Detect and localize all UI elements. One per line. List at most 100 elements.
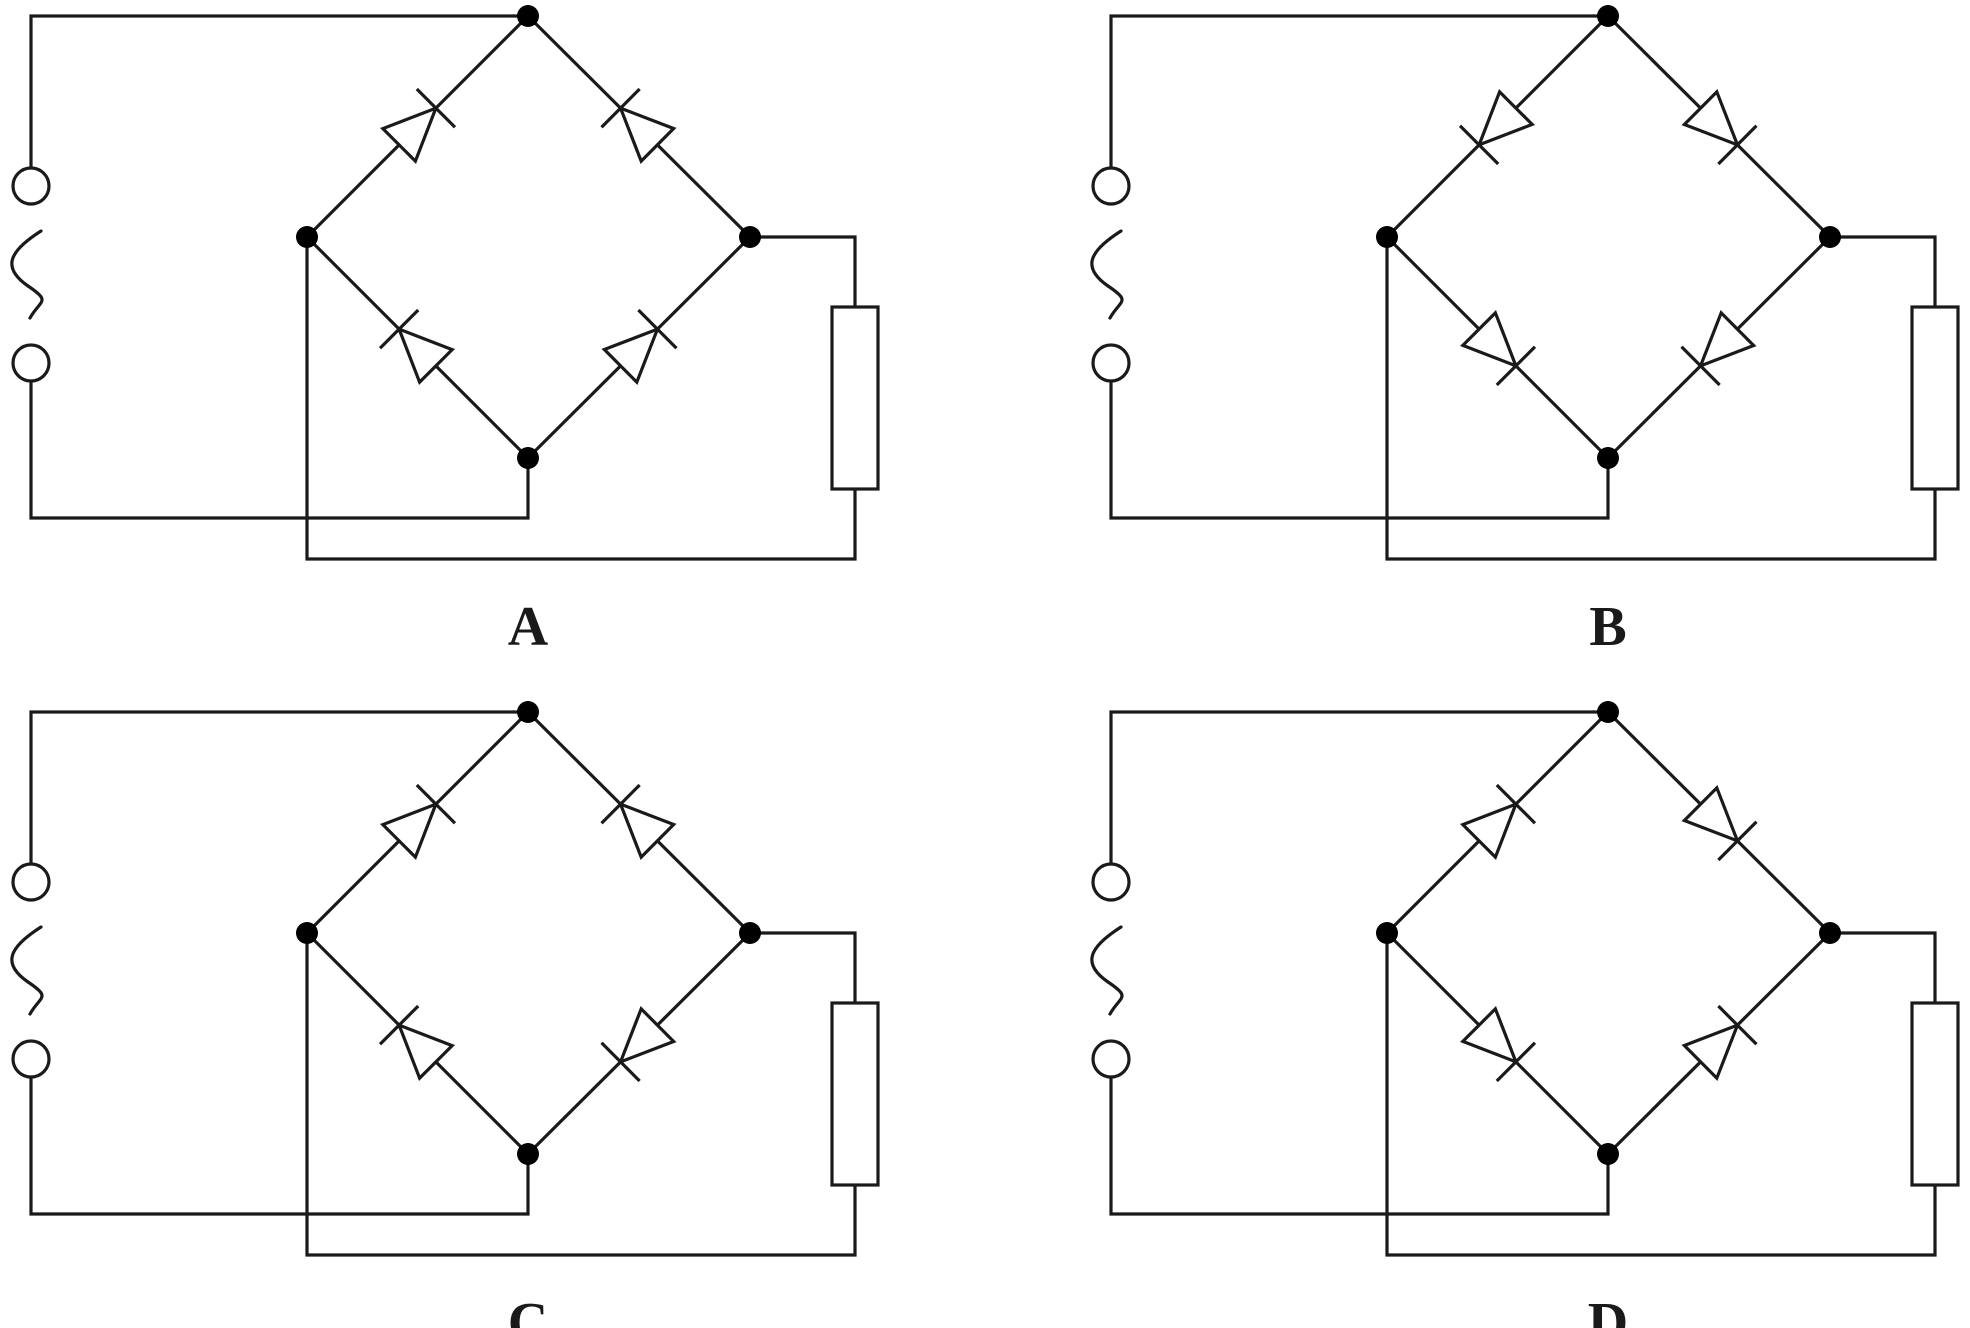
diode-cathode-bar	[600, 783, 641, 825]
diode-triangle	[1681, 1022, 1741, 1082]
diode-cathode-bar	[1495, 783, 1537, 825]
diode-triangle	[617, 801, 677, 861]
diode-triangle	[396, 326, 456, 386]
load-resistor	[1910, 1001, 1960, 1187]
diode	[600, 1005, 677, 1083]
diode-cathode-bar	[1717, 1004, 1758, 1046]
ac-terminal-bottom	[11, 1039, 51, 1079]
junction-node	[1597, 1143, 1619, 1165]
ac-source-symbol	[1090, 925, 1124, 1016]
diode-cathode-bar	[415, 87, 457, 129]
diode-triangle	[396, 1022, 456, 1082]
junction-node	[739, 226, 761, 248]
load-top-wire	[748, 235, 857, 309]
ac-source-symbol	[10, 925, 44, 1016]
diode	[1680, 309, 1757, 387]
diode	[1681, 784, 1758, 862]
diode-cathode-bar	[637, 308, 678, 350]
ac-supply-bottom-wire	[1109, 361, 1610, 520]
diode-cathode-bar	[1495, 1041, 1537, 1083]
diode	[379, 783, 457, 861]
ac-supply-top-wire	[1109, 710, 1610, 866]
diode-triangle	[1459, 309, 1519, 369]
ac-terminal-top	[1091, 166, 1131, 206]
load-top-wire	[748, 931, 857, 1005]
load-resistor	[830, 1001, 880, 1187]
ac-supply-top-wire	[1109, 14, 1610, 170]
junction-node	[1597, 5, 1619, 27]
bridge-rectifier-panel-d: D	[1090, 701, 1960, 1328]
ac-source-symbol	[10, 229, 44, 320]
bridge-rectifier-panel-c: C	[10, 701, 880, 1328]
diode-triangle	[601, 326, 661, 386]
junction-node	[739, 922, 761, 944]
diode	[1459, 309, 1537, 387]
ac-terminal-top	[11, 166, 51, 206]
load-resistor	[1910, 305, 1960, 491]
load-top-wire	[1828, 235, 1937, 309]
load-top-wire	[1828, 931, 1937, 1005]
diode-cathode-bar	[1458, 124, 1500, 166]
load-return-wire	[305, 235, 857, 561]
diode-triangle	[617, 1005, 677, 1065]
ac-terminal-top	[11, 862, 51, 902]
diode-triangle	[1697, 309, 1757, 369]
junction-node	[1819, 922, 1841, 944]
ac-supply-bottom-wire	[29, 361, 530, 520]
diode	[601, 308, 678, 386]
junction-node	[296, 922, 318, 944]
panel-label: C	[508, 1292, 548, 1328]
diode	[1459, 783, 1537, 861]
diode	[600, 783, 677, 861]
diode	[378, 308, 456, 386]
diode-cathode-bar	[378, 308, 420, 350]
junction-node	[1597, 701, 1619, 723]
diode	[600, 87, 677, 165]
diode-cathode-bar	[1717, 820, 1758, 862]
ac-supply-bottom-wire	[1109, 1057, 1610, 1216]
junction-node	[517, 5, 539, 27]
diode	[1681, 1004, 1758, 1082]
ac-terminal-bottom	[1091, 1039, 1131, 1079]
diode-triangle	[379, 801, 439, 861]
diode-cathode-bar	[600, 1041, 641, 1083]
panel-label: A	[508, 596, 549, 658]
diode-triangle	[1459, 801, 1519, 861]
diode-triangle	[1476, 88, 1536, 148]
ac-supply-top-wire	[29, 14, 530, 170]
panel-label: D	[1588, 1292, 1628, 1328]
junction-node	[1819, 226, 1841, 248]
junction-node	[517, 701, 539, 723]
diode	[378, 1004, 456, 1082]
junction-node	[517, 1143, 539, 1165]
diode-triangle	[617, 105, 677, 165]
panel-label: B	[1589, 596, 1626, 658]
ac-source-symbol	[1090, 229, 1124, 320]
diode-cathode-bar	[1680, 345, 1721, 387]
diode-cathode-bar	[1717, 124, 1758, 166]
diode-triangle	[1681, 784, 1741, 844]
load-return-wire	[1385, 235, 1937, 561]
junction-node	[1376, 922, 1398, 944]
junction-node	[517, 447, 539, 469]
diode	[1459, 1005, 1537, 1083]
load-resistor	[830, 305, 880, 491]
ac-supply-top-wire	[29, 710, 530, 866]
bridge-rectifier-panel-a: A	[10, 5, 880, 658]
junction-node	[296, 226, 318, 248]
diode-triangle	[1459, 1005, 1519, 1065]
ac-terminal-bottom	[11, 343, 51, 383]
bridge-rectifier-panel-b: B	[1090, 5, 1960, 658]
diode-triangle	[379, 105, 439, 165]
diode-triangle	[1681, 88, 1741, 148]
junction-node	[1597, 447, 1619, 469]
diode	[379, 87, 457, 165]
ac-terminal-bottom	[1091, 343, 1131, 383]
load-return-wire	[305, 931, 857, 1257]
diode	[1681, 88, 1758, 166]
load-return-wire	[1385, 931, 1937, 1257]
ac-terminal-top	[1091, 862, 1131, 902]
junction-node	[1376, 226, 1398, 248]
diode-cathode-bar	[1495, 345, 1537, 387]
